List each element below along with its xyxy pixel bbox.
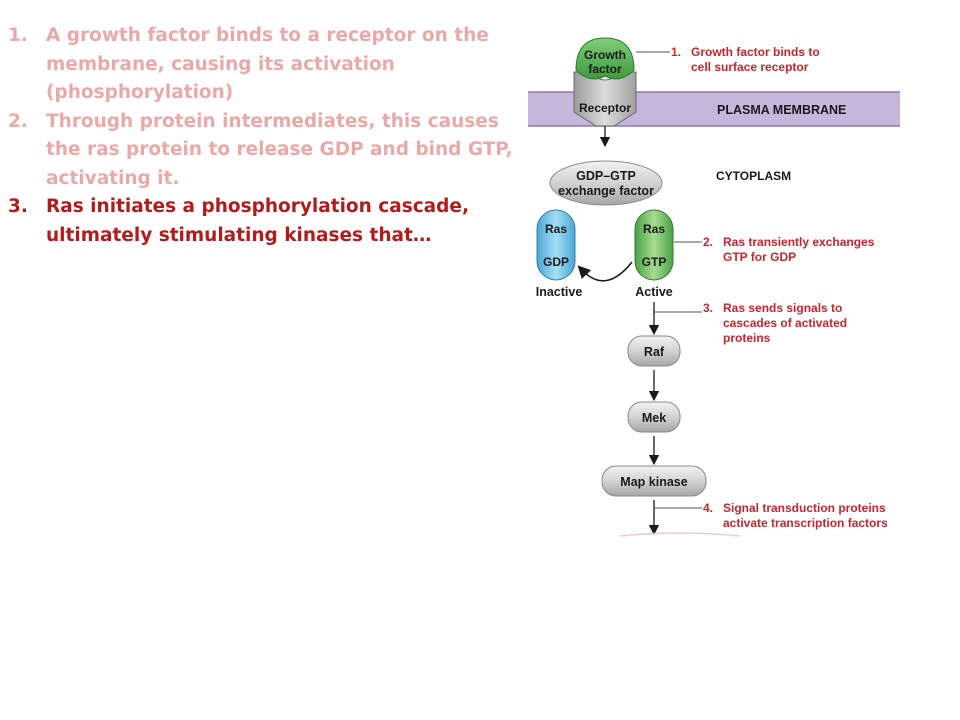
exchange-factor-label-line-1: GDP–GTP <box>576 169 636 183</box>
ras-active-shape <box>634 209 674 281</box>
map-kinase-shape <box>601 465 707 497</box>
callout-4-line-2: activate transcription factors <box>723 516 888 530</box>
raf-shape <box>627 335 681 367</box>
step-1-text: A growth factor binds to a receptor on t… <box>46 25 489 103</box>
map-kinase: Map kinase <box>601 465 707 497</box>
mek: Mek <box>627 401 681 433</box>
callout-1: 1. Growth factor binds to cell surface r… <box>636 45 820 74</box>
receptor-label: Receptor <box>579 101 631 115</box>
exchange-factor-label-line-2: exchange factor <box>558 184 654 198</box>
ras-inactive: Ras GDP Inactive <box>536 209 583 299</box>
ras-inactive-top-label: Ras <box>545 222 567 236</box>
ras-cycle-arrow <box>577 261 633 282</box>
callout-2-line-1: Ras transiently exchanges <box>723 235 875 249</box>
callout-1-line-1: Growth factor binds to <box>691 45 820 59</box>
ras-active: Ras GTP Active <box>634 209 674 299</box>
callout-2-line-2: GTP for GDP <box>723 250 796 264</box>
step-2-text: Through protein intermediates, this caus… <box>46 110 513 189</box>
ras-inactive-bottom-label: GDP <box>543 255 569 269</box>
ras-pathway-diagram: PLASMA MEMBRANE Receptor Growth factor 1… <box>528 37 900 537</box>
step-2-number: 2. <box>8 110 28 132</box>
mek-shape <box>627 401 681 433</box>
nuclear-envelope-edge <box>619 532 741 537</box>
step-3-text: Ras initiates a phosphorylation cascade,… <box>46 196 469 246</box>
callout-4: 4. Signal transduction proteins activate… <box>654 501 888 530</box>
step-3-number: 3. <box>8 196 28 217</box>
cytoplasm-label: CYTOPLASM <box>716 169 791 183</box>
callout-1-line-2: cell surface receptor <box>691 60 809 74</box>
plasma-membrane-label: PLASMA MEMBRANE <box>717 103 846 117</box>
callout-2-number: 2. <box>703 235 713 249</box>
ras-active-top-label: Ras <box>643 222 665 236</box>
mek-label: Mek <box>642 411 666 425</box>
step-1-number: 1. <box>8 25 28 46</box>
ras-inactive-state-label: Inactive <box>536 285 583 299</box>
ras-active-state-label: Active <box>635 285 673 299</box>
growth-factor: Growth factor <box>575 37 635 80</box>
step-list: 1. A growth factor binds to a receptor o… <box>8 22 518 250</box>
callout-3-line-2: cascades of activated <box>723 316 847 330</box>
callout-3-number: 3. <box>703 301 713 315</box>
callout-3: 3. Ras sends signals to cascades of acti… <box>654 301 847 345</box>
ras-active-bottom-label: GTP <box>642 255 667 269</box>
step-3: 3. Ras initiates a phosphorylation casca… <box>8 193 518 250</box>
callout-4-number: 4. <box>703 501 713 515</box>
raf: Raf <box>627 335 681 367</box>
receptor-shape <box>573 71 637 127</box>
raf-label: Raf <box>644 345 665 359</box>
growth-factor-shape <box>575 37 635 80</box>
step-1: 1. A growth factor binds to a receptor o… <box>8 22 518 108</box>
callout-3-line-1: Ras sends signals to <box>723 301 842 315</box>
map-kinase-label: Map kinase <box>620 475 687 489</box>
callout-1-number: 1. <box>671 45 681 59</box>
receptor: Receptor <box>573 71 637 127</box>
growth-factor-label-line-1: Growth <box>584 48 626 62</box>
callout-2: 2. Ras transiently exchanges GTP for GDP <box>674 235 875 264</box>
callout-3-line-3: proteins <box>723 331 771 345</box>
ras-inactive-shape <box>536 209 576 281</box>
exchange-factor: GDP–GTP exchange factor <box>549 126 663 206</box>
step-2: 2. Through protein intermediates, this c… <box>8 108 518 194</box>
growth-factor-label-line-2: factor <box>588 62 622 76</box>
exchange-factor-shape <box>549 160 663 206</box>
callout-4-line-1: Signal transduction proteins <box>723 501 886 515</box>
